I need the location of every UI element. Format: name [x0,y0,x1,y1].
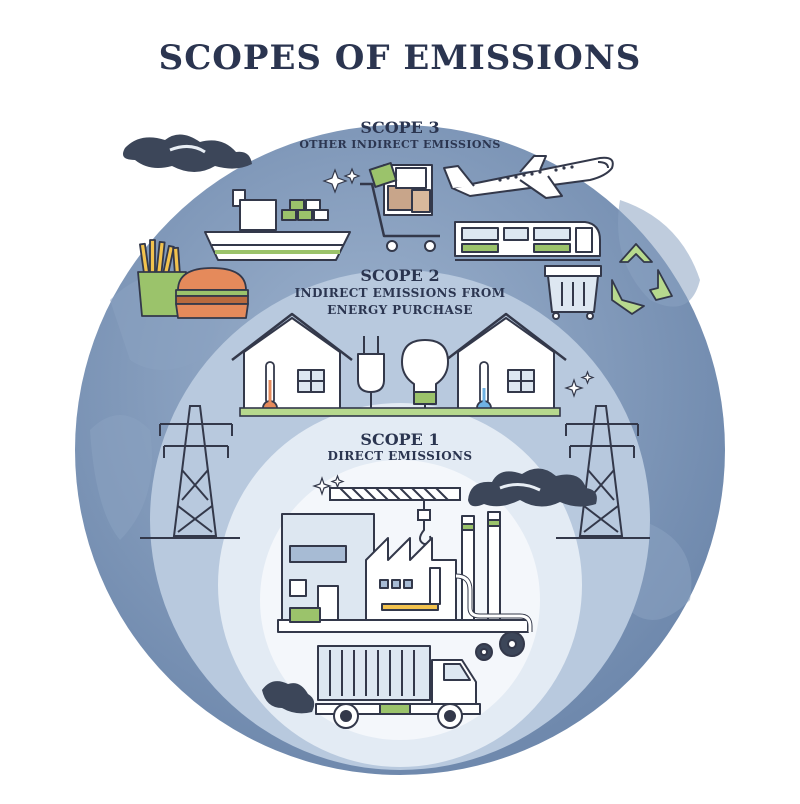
cargo-ship-icon [204,189,351,261]
sparkle-icon [312,474,345,496]
train-icon [454,221,601,261]
sparkle-icon [322,167,361,194]
burger-icon [175,267,249,319]
thermometer-icon [476,361,492,416]
smoke-cloud-icon [122,134,252,172]
gear-icon [475,631,525,661]
crane-icon [329,487,461,546]
page-title: SCOPES OF EMISSIONS [158,38,642,78]
power-cable [239,407,561,417]
scope1-description: DIRECT EMISSIONS [327,449,473,463]
airplane-icon [443,155,614,199]
scope3-label: SCOPE 3 OTHER INDIRECT EMISSIONS [230,118,570,152]
shopping-cart-icon [360,162,440,252]
light-bulb-icon [401,339,449,412]
scope2-description-line2: ENERGY PURCHASE [327,303,473,317]
scope2-number: SCOPE 2 [360,266,440,285]
scope3-number: SCOPE 3 [360,118,440,137]
power-tower-icon [140,405,240,539]
trash-bin-icon [544,265,602,320]
factory-icon [277,513,529,633]
thermometer-icon [262,361,278,416]
smoke-cloud-icon [262,681,315,714]
scope3-description: OTHER INDIRECT EMISSIONS [299,138,501,151]
sparkle-icon [564,370,595,398]
truck-icon [315,645,481,729]
scope1-number: SCOPE 1 [360,430,440,449]
smoke-cloud-icon [468,468,597,507]
scope2-label: SCOPE 2 INDIRECT EMISSIONS FROM ENERGY P… [250,266,550,319]
recycle-icon [611,243,673,315]
fries-icon [137,239,187,317]
chimney-icon [455,511,533,632]
scope1-label: SCOPE 1 DIRECT EMISSIONS [280,430,520,464]
scope2-description-line1: INDIRECT EMISSIONS FROM [294,286,506,300]
